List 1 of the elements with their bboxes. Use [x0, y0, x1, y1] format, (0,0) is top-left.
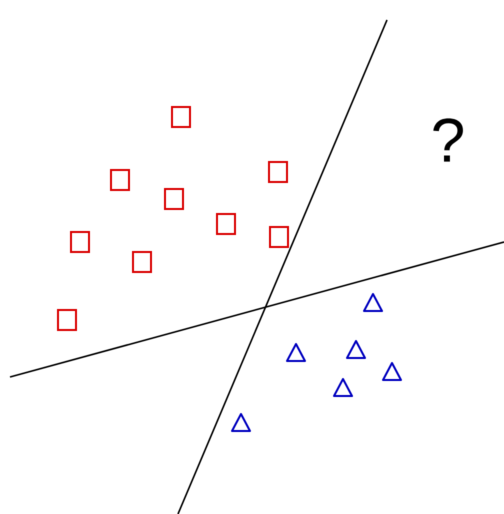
question-mark: ?: [433, 118, 463, 162]
